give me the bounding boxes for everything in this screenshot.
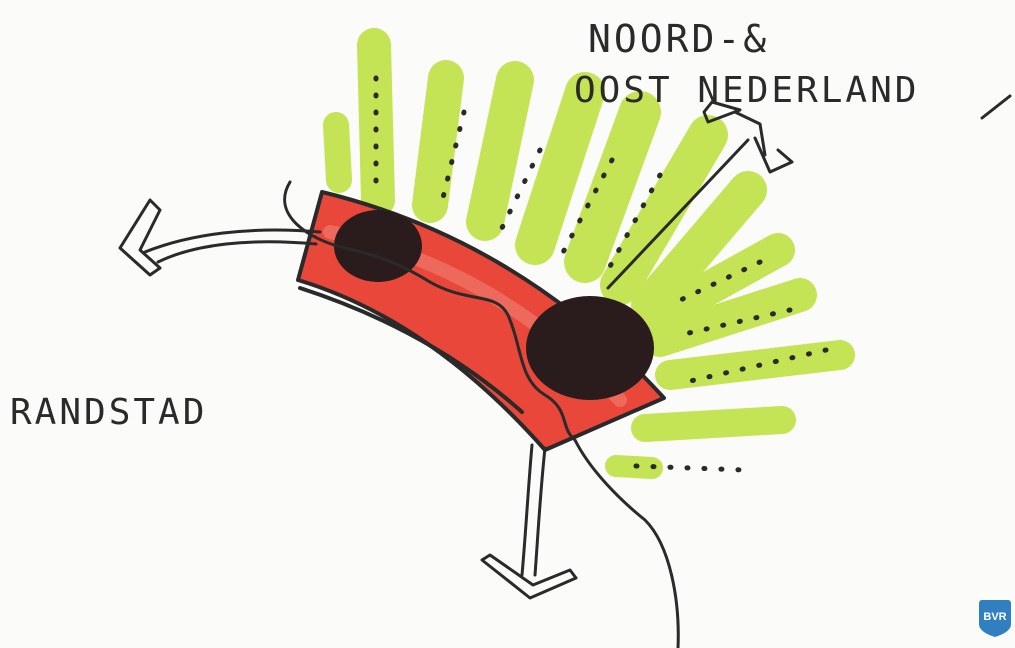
ray	[643, 278, 817, 357]
dotted-line	[677, 307, 793, 338]
label-noord-oost-line1: NOORD-&	[588, 17, 769, 61]
arrow-northeast-icon	[702, 100, 794, 174]
accent-line	[606, 138, 750, 290]
ray	[631, 171, 767, 324]
label-tail-stroke	[980, 94, 1012, 120]
logo-shape	[979, 600, 1011, 637]
ray	[412, 60, 464, 223]
label-randstad: RANDSTAD	[10, 392, 207, 433]
ray	[357, 28, 395, 217]
ray	[466, 61, 534, 241]
urban-node-west	[334, 210, 422, 282]
dotted-line	[437, 109, 467, 213]
dotted-line	[683, 347, 829, 385]
arrow-west-icon	[118, 198, 322, 277]
ray	[655, 340, 855, 390]
dotted-line	[605, 172, 663, 273]
bvr-logo: BVR	[979, 600, 1011, 637]
ray	[631, 406, 796, 442]
dotted-line	[633, 463, 747, 473]
dotted-line	[557, 157, 615, 261]
ray	[323, 112, 352, 193]
dotted-line	[497, 147, 543, 235]
urban-node-east	[526, 296, 654, 400]
river-line	[283, 180, 680, 648]
dotted-line	[667, 259, 763, 308]
label-noord-oost-line2: OOST NEDERLAND	[574, 70, 919, 111]
corridor-inner-line	[298, 286, 524, 414]
arrow-south-icon	[480, 443, 578, 600]
ray	[564, 91, 661, 283]
logo-text: BVR	[983, 611, 1006, 623]
ray	[515, 72, 605, 265]
dotted-lines-group	[373, 75, 829, 473]
